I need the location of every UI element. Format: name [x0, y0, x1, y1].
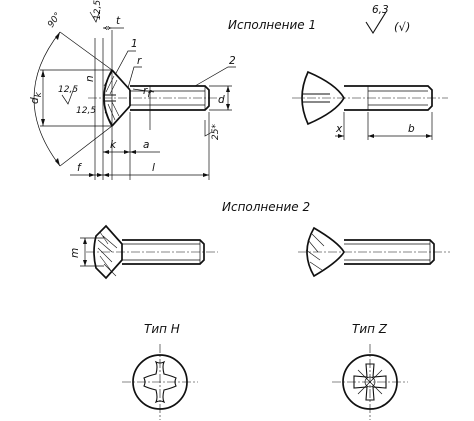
caption-version-2: Исполнение 2: [222, 200, 310, 214]
dim-rough-left: 12,5: [58, 85, 78, 95]
dim-f: f: [77, 162, 83, 174]
dim-angle: 90°: [46, 11, 63, 30]
type-z-recess: [332, 344, 408, 420]
dim-a: a: [143, 139, 149, 151]
type-h-recess: [122, 344, 198, 420]
dim-rough-top: 12,5: [93, 0, 103, 20]
dim-d: d: [218, 94, 225, 106]
caption-type-h: Тип H: [144, 322, 180, 336]
roughness-value: 6,3: [372, 4, 389, 16]
dim-r: r: [137, 55, 142, 67]
dim-m: m: [69, 248, 81, 258]
version2-front-view: [298, 226, 450, 278]
caption-version-1: Исполнение 1: [228, 18, 316, 32]
dim-rough-left2: 12,5: [76, 106, 96, 116]
dim-t: t: [116, 15, 121, 27]
roughness-symbol: 6,3 (√): [365, 4, 410, 35]
dim-x: x: [335, 123, 343, 135]
dim-chamfer: 25*: [211, 124, 221, 140]
dim-l: l: [152, 162, 155, 174]
version1-side-view: [33, 9, 236, 180]
dim-n: n: [84, 75, 96, 82]
dim-dk: dk: [29, 91, 44, 104]
version1-front-view: [292, 70, 448, 140]
dim-leader-2: 2: [229, 55, 236, 67]
roughness-note: (√): [394, 20, 410, 34]
dim-r1: rf: [143, 85, 152, 100]
dim-b: b: [408, 123, 415, 135]
version2-side-view: [80, 224, 218, 280]
dim-k: k: [110, 139, 117, 151]
caption-type-z: Тип Z: [352, 322, 388, 336]
dim-leader-1: 1: [131, 38, 138, 50]
